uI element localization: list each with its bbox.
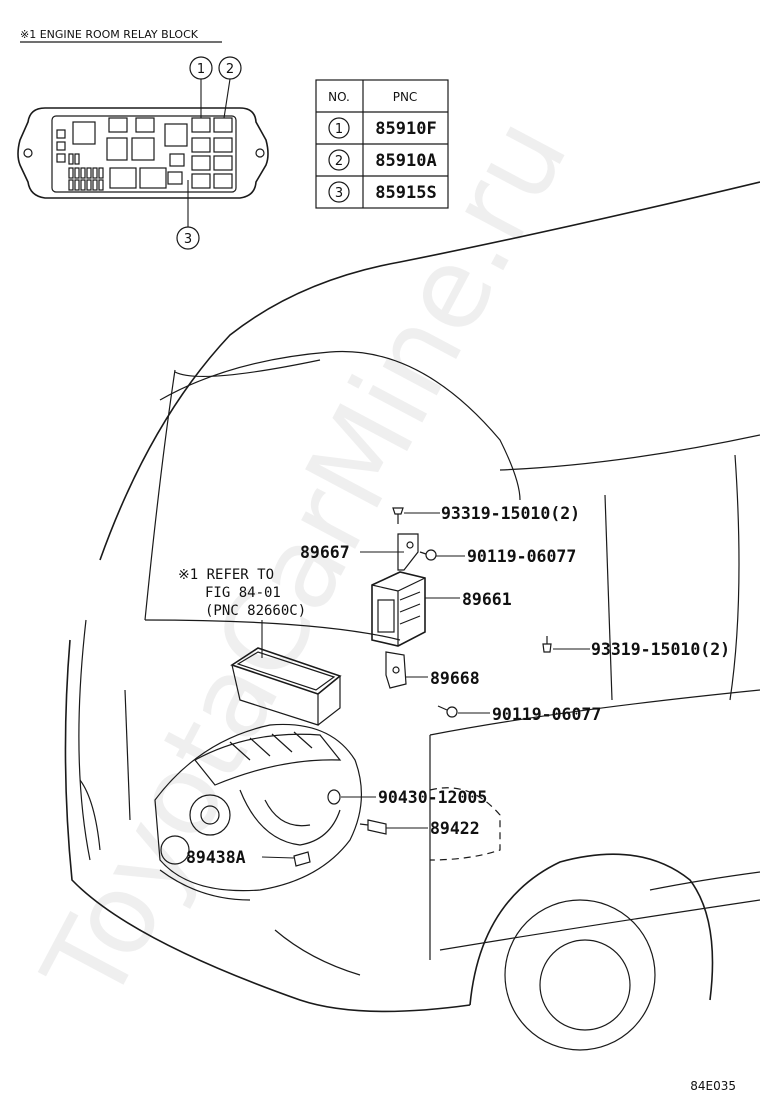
pnc-table-header-pnc: PNC <box>393 90 418 104</box>
figure-code: 84E035 <box>690 1079 736 1093</box>
sensor-89422-icon <box>359 819 387 835</box>
table-row: 1 85910F <box>328 117 437 139</box>
gasket-icon <box>327 789 341 805</box>
bolt-right-icon <box>542 636 552 653</box>
svg-text:85910A: 85910A <box>375 151 436 171</box>
pnc-table: NO. PNC 1 85910F 2 85910A 3 85915S <box>315 79 449 209</box>
svg-text:2: 2 <box>335 154 343 169</box>
pnc-table-header-no: NO. <box>328 90 350 104</box>
bracket-89667 <box>397 533 419 571</box>
label-bracket-bottom: 89668 <box>430 669 480 688</box>
svg-text:85910F: 85910F <box>375 119 436 139</box>
relay-callout-2: 2 <box>218 56 242 119</box>
nut-bottom-icon <box>437 705 458 718</box>
label-gasket: 90430-12005 <box>378 788 487 807</box>
leader-lines <box>261 512 590 859</box>
table-row: 3 85915S <box>328 181 437 203</box>
svg-text:FIG 84-01: FIG 84-01 <box>205 585 281 601</box>
label-sensor-right: 89422 <box>430 819 480 838</box>
bracket-89668 <box>385 651 407 689</box>
svg-text:3: 3 <box>184 232 192 247</box>
label-bracket-top: 89667 <box>300 543 350 562</box>
nut-top-icon <box>419 549 437 561</box>
svg-text:3: 3 <box>335 186 343 201</box>
bolt-top-icon <box>392 507 404 524</box>
label-bolt-top: 93319-15010(2) <box>441 504 580 523</box>
relay-block-title: ※1 ENGINE ROOM RELAY BLOCK <box>20 28 199 41</box>
engine <box>154 723 362 901</box>
label-ecu: 89661 <box>462 590 512 609</box>
relay-block <box>17 107 269 199</box>
relay-callout-1: 1 <box>189 56 213 118</box>
ecu-89661 <box>371 571 426 647</box>
label-bolt-right: 93319-15010(2) <box>591 640 730 659</box>
table-row: 2 85910A <box>328 149 437 171</box>
van-body <box>64 181 760 1051</box>
label-sensor-left: 89438A <box>186 848 246 867</box>
relay-block-cover <box>230 647 342 726</box>
refer-note: ※1 REFER TO FIG 84-01 (PNC 82660C) <box>178 567 306 658</box>
sensor-89438a-icon <box>293 851 311 867</box>
svg-text:85915S: 85915S <box>375 183 436 203</box>
relay-callout-3: 3 <box>176 180 200 250</box>
svg-text:1: 1 <box>197 62 205 77</box>
svg-text:※1 REFER TO: ※1 REFER TO <box>178 567 274 583</box>
svg-text:2: 2 <box>226 62 234 77</box>
svg-text:(PNC 82660C): (PNC 82660C) <box>205 603 306 619</box>
svg-text:1: 1 <box>335 122 343 137</box>
label-nut-top: 90119-06077 <box>467 547 576 566</box>
label-nut-bottom: 90119-06077 <box>492 705 601 724</box>
